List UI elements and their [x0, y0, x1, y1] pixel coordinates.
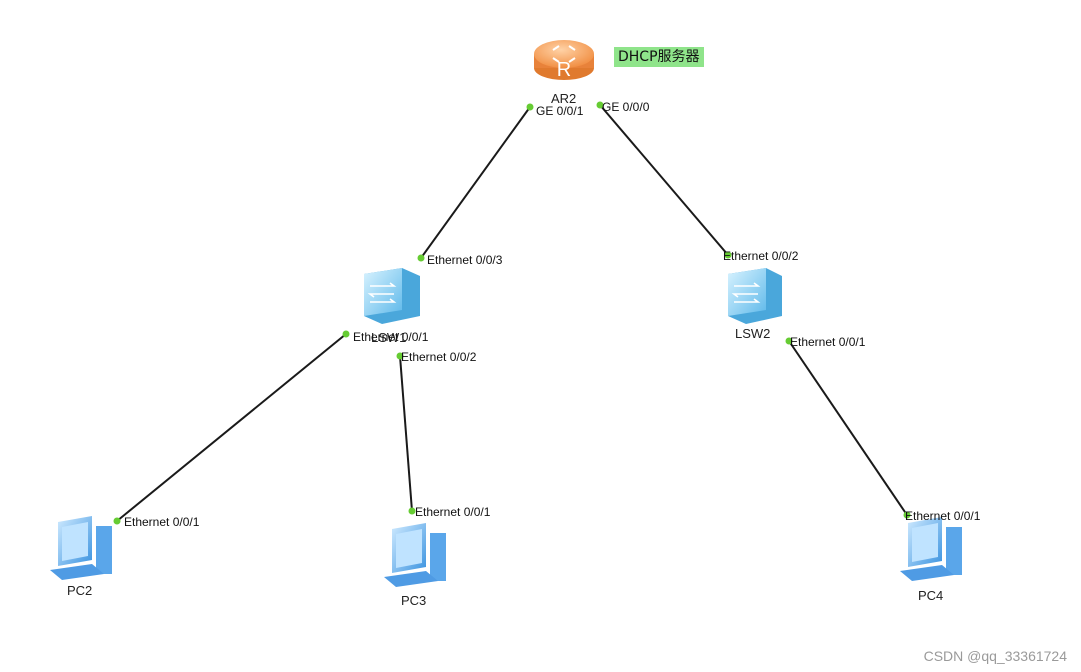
device-name-pc2: PC2 [67, 583, 93, 598]
port-dot [342, 330, 350, 338]
device-name-lsw2: LSW2 [735, 326, 771, 341]
port-label: Ethernet 0/0/1 [124, 515, 200, 529]
link-lsw2-pc4[interactable] [788, 340, 908, 516]
device-name-pc4: PC4 [918, 588, 944, 603]
switch-icon-lsw1[interactable] [364, 268, 420, 324]
device-name-ar2: AR2 [551, 91, 577, 106]
port-label: Ethernet 0/0/2 [723, 249, 799, 263]
port-dot [724, 251, 732, 259]
link-ar2-lsw1[interactable] [420, 106, 531, 259]
port-label: GE 0/0/0 [602, 100, 650, 114]
port-dot [596, 101, 604, 109]
link-lsw1-pc3[interactable] [399, 355, 413, 512]
port-dots [113, 101, 911, 525]
port-label: Ethernet 0/0/1 [790, 335, 866, 349]
switch-icon-lsw2[interactable] [728, 268, 782, 324]
port-dot [785, 337, 793, 345]
device-name-pc3: PC3 [401, 593, 427, 608]
port-dot [408, 507, 416, 515]
port-label: Ethernet 0/0/1 [353, 330, 429, 344]
device-name-lsw1: LSW1 [371, 330, 407, 345]
pc-icon-pc3[interactable] [384, 523, 446, 587]
links-group [116, 104, 908, 522]
port-dot [396, 352, 404, 360]
port-dot [113, 517, 121, 525]
port-dot [903, 511, 911, 519]
port-label: GE 0/0/1 [536, 104, 584, 118]
watermark: CSDN @qq_33361724 [923, 648, 1067, 664]
pc-icon-pc2[interactable] [50, 516, 112, 580]
port-label: Ethernet 0/0/2 [401, 350, 477, 364]
pc-icon-pc4[interactable] [900, 517, 962, 581]
port-label: Ethernet 0/0/1 [905, 509, 981, 523]
port-label: Ethernet 0/0/3 [427, 253, 503, 267]
port-dot [526, 103, 534, 111]
port-label: Ethernet 0/0/1 [415, 505, 491, 519]
link-ar2-lsw2[interactable] [599, 104, 729, 256]
port-dot [417, 254, 425, 262]
svg-text:R: R [557, 59, 571, 81]
dhcp-server-note: DHCP服务器 [614, 47, 704, 67]
link-lsw1-pc2[interactable] [116, 333, 347, 522]
router-icon[interactable]: R [534, 40, 594, 81]
